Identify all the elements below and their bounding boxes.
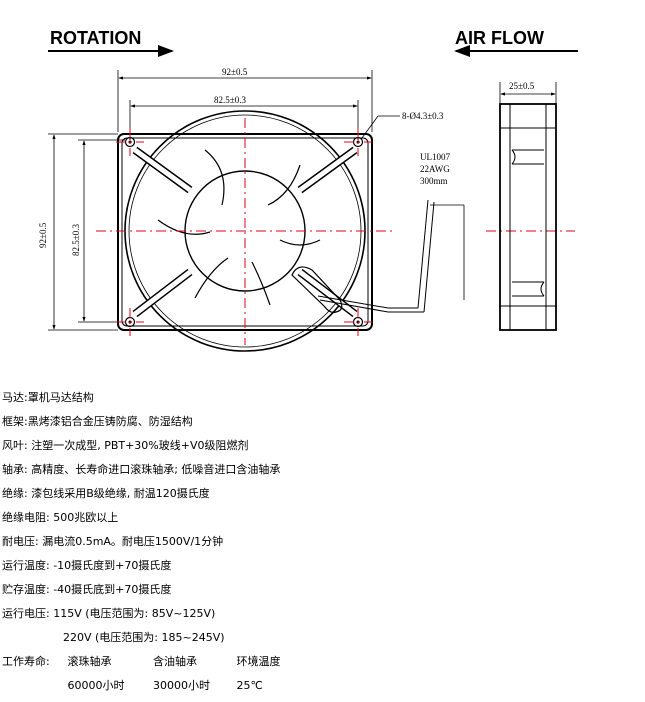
spec-voltage-220: 220V (电压范围为: 185~245V)	[63, 631, 225, 644]
wire-spec-2: 22AWG	[420, 164, 450, 174]
spec-operating-temp: 运行温度: -10摄氏度到+70摄氏度	[2, 559, 172, 572]
spec-motor: 马达:罩机马达结构	[2, 391, 94, 404]
fan-side-view	[499, 103, 557, 331]
spec-insulation-resistance: 绝缘电阻: 500兆欧以上	[2, 511, 119, 524]
life-ball-bearing: 滚珠轴承	[67, 655, 112, 668]
spec-frame: 框架:黑烤漆铝合金压铸防腐、防湿结构	[2, 415, 193, 428]
dim-hole-width: 82.5±0.3	[214, 95, 246, 105]
spec-life-values: 60000小时 30000小时 25℃	[2, 679, 263, 693]
height-dimension	[48, 133, 125, 331]
life-label: 工作寿命:	[2, 655, 50, 668]
spec-insulation: 绝缘: 漆包线采用B级绝缘, 耐温120摄氏度	[2, 487, 210, 500]
rotation-label: ROTATION	[50, 28, 141, 48]
wire-spec-3: 300mm	[420, 176, 448, 186]
life-ambient: 环境温度	[236, 655, 281, 668]
dim-holes: 8-Ø4.3±0.3	[402, 111, 444, 121]
spec-blade: 风叶: 注塑一次成型, PBT+30%玻线+V0级阻燃剂	[2, 439, 249, 452]
depth-dimension	[499, 82, 557, 104]
dim-outer-width: 92±0.5	[222, 67, 248, 77]
spec-withstand-voltage: 耐电压: 漏电流0.5mA。耐电压1500V/1分钟	[2, 535, 224, 548]
airflow-label: AIR FLOW	[455, 28, 544, 48]
spec-life-header: 工作寿命: 滚珠轴承 含油轴承 环境温度	[2, 655, 281, 669]
life-sleeve-bearing: 含油轴承	[153, 655, 197, 668]
wire-spec-1: UL1007	[420, 152, 450, 162]
life-sleeve-value: 30000小时	[153, 679, 210, 692]
spec-voltage-115: 运行电压: 115V (电压范围为: 85V~125V)	[2, 607, 216, 620]
spec-storage-temp: 贮存温度: -40摄氏底到+70摄氏度	[2, 583, 172, 596]
hole-leader	[361, 115, 379, 139]
dim-outer-height: 92±0.5	[38, 222, 48, 248]
width-dimension	[117, 70, 373, 140]
life-ball-value: 60000小时	[67, 679, 125, 692]
spec-bearing: 轴承: 高精度、长寿命进口滚珠轴承; 低噪音进口含油轴承	[2, 463, 281, 476]
dim-hole-height: 82.5±0.3	[71, 224, 81, 256]
dim-depth: 25±0.5	[509, 81, 535, 91]
life-ambient-value: 25℃	[236, 679, 263, 692]
fan-dimension-drawing: ROTATION AIR FLOW 92±0.5 82.5±0.3 92±0.5…	[38, 28, 578, 352]
